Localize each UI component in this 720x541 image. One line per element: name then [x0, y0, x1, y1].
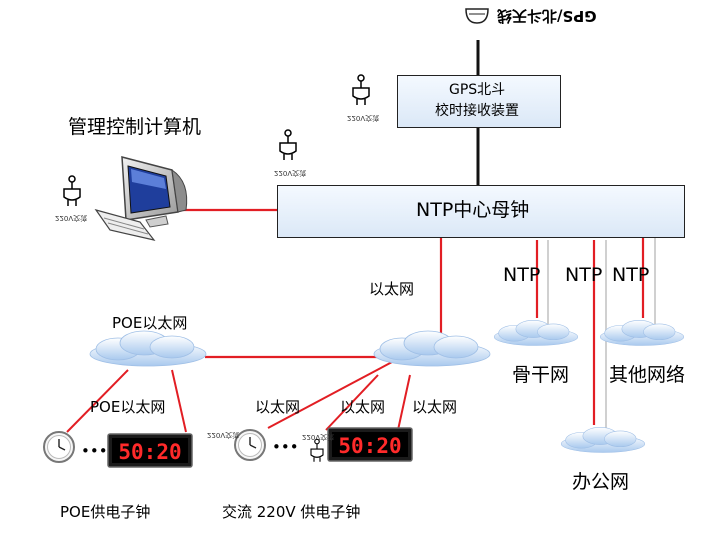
receiver-line1: GPS北斗 [449, 82, 506, 98]
red-links-poe-clocks [66, 369, 187, 433]
gps-antenna-label: GPS/北斗天线 [497, 7, 597, 25]
network-other-label: 其他网络 [609, 364, 686, 386]
analog-clock-icon-poe [43, 431, 75, 463]
digital-clock-ac-digits: 50:20 [338, 434, 401, 458]
digital-clock-ac: 50:20 [327, 427, 413, 462]
analog-clock-icon-ac [234, 429, 266, 461]
cloud-poe-ethernet-icon [89, 330, 207, 367]
cloud-office-icon [560, 426, 646, 453]
gps-antenna-icon [465, 8, 489, 24]
master-clock-title: NTP中心母钟 [416, 199, 530, 221]
digital-clock-poe-digits: 50:20 [118, 440, 181, 464]
poe-clock-caption: POE供电子钟 [60, 503, 151, 521]
cloud-backbone-icon [493, 319, 579, 346]
ethernet-label-left: 以太网 [255, 398, 301, 416]
computer-icon [94, 156, 188, 241]
power-plug-icon-receiver [352, 74, 370, 106]
computer-label: 管理控制计算机 [68, 116, 202, 138]
ntp-link-backbone [535, 240, 549, 326]
power-voltage-label-clock-2: 220V交流 [302, 433, 335, 441]
ethernet-label-middle: 以太网 [340, 398, 386, 416]
power-plug-icon-computer [63, 175, 81, 207]
power-voltage-label-receiver: 220V交流 [347, 114, 380, 122]
network-backbone-label: 骨干网 [512, 364, 570, 386]
master-clock-box [277, 185, 685, 238]
ellipsis-poe: ••• [81, 442, 108, 460]
red-links-ethernet-clocks [267, 361, 411, 431]
ntp-link-other [641, 236, 656, 326]
digital-clock-poe: 50:20 [107, 433, 193, 468]
power-plug-icon-clock [310, 438, 324, 463]
power-voltage-label-clock-1: 220V交流 [207, 431, 240, 439]
network-office-label: 办公网 [572, 471, 630, 493]
power-voltage-label-master: 220V交流 [274, 169, 307, 177]
poe-ethernet-label-clock: POE以太网 [90, 398, 166, 416]
ntp-label-office: NTP [565, 264, 603, 286]
ac-clock-caption: 交流 220V 供电子钟 [222, 503, 361, 521]
cloud-ethernet-icon [373, 330, 491, 367]
ntp-label-other: NTP [612, 264, 650, 286]
receiver-box [397, 75, 561, 128]
ethernet-label-master: 以太网 [369, 280, 415, 298]
power-voltage-label-computer: 220V交流 [55, 214, 88, 222]
receiver-line2: 校时接收装置 [435, 103, 519, 119]
ellipsis-ac: ••• [272, 438, 299, 456]
poe-ethernet-label-cloud: POE以太网 [112, 314, 188, 332]
power-plug-icon-master [279, 129, 297, 161]
ethernet-label-right: 以太网 [412, 398, 458, 416]
ntp-label-backbone: NTP [503, 264, 541, 286]
cloud-other-icon [599, 319, 685, 346]
